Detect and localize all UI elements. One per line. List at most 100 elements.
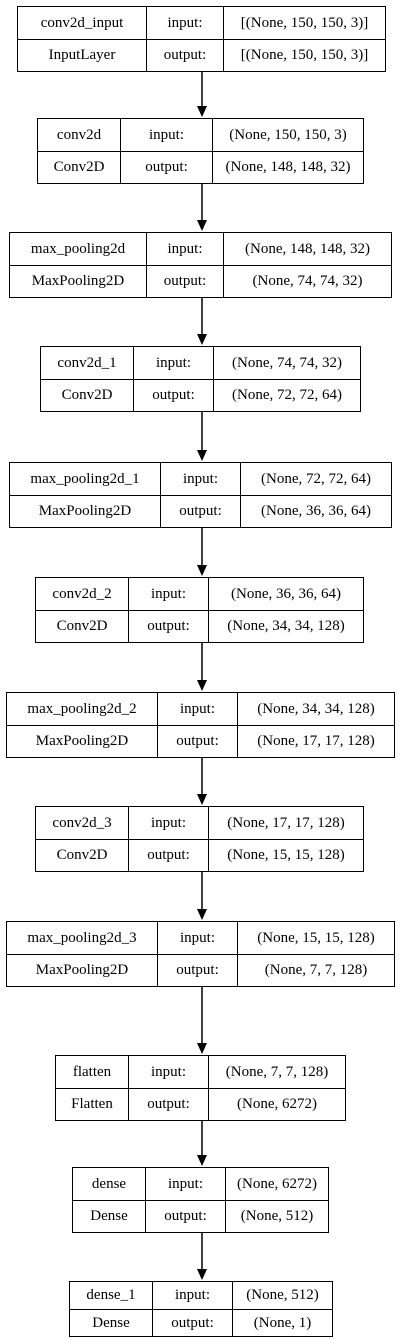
input-label: input: bbox=[120, 119, 212, 151]
output-label: output: bbox=[146, 40, 223, 71]
output-shape: (None, 15, 15, 128) bbox=[208, 840, 363, 871]
layer-type: Conv2D bbox=[56, 847, 108, 863]
input-shape: (None, 17, 17, 128) bbox=[208, 807, 363, 839]
layer-row-top: conv2d input:(None, 150, 150, 3) bbox=[38, 119, 363, 151]
layer-name: max_pooling2d_2 bbox=[27, 700, 137, 717]
layer-node-flatten: flatten input:(None, 7, 7, 128) Flatten out… bbox=[55, 1055, 346, 1121]
layer-type: Conv2D bbox=[56, 618, 108, 634]
input-shape: (None, 34, 34, 128) bbox=[237, 693, 394, 725]
layer-node-conv2d-2: conv2d_2 input:(None, 36, 36, 64) Conv2D ou… bbox=[35, 577, 364, 643]
input-label: input: bbox=[157, 922, 237, 954]
edge-arrow bbox=[197, 1121, 207, 1166]
input-shape: (None, 74, 74, 32) bbox=[213, 347, 360, 379]
input-label: input: bbox=[146, 233, 223, 265]
layer-name: flatten bbox=[72, 1063, 112, 1080]
layer-name: max_pooling2d bbox=[30, 240, 126, 257]
layer-type: Flatten bbox=[71, 1096, 113, 1112]
input-label: input: bbox=[133, 347, 213, 379]
output-label: output: bbox=[128, 1089, 208, 1120]
output-label: output: bbox=[146, 266, 223, 297]
layer-type: MaxPooling2D bbox=[35, 733, 129, 749]
input-label: input: bbox=[160, 463, 240, 495]
input-shape: [(None, 150, 150, 3)] bbox=[223, 7, 385, 39]
output-label: output: bbox=[128, 611, 208, 642]
input-shape: (None, 7, 7, 128) bbox=[208, 1056, 345, 1088]
edge-arrow bbox=[197, 412, 207, 461]
layer-row-top: dense input:(None, 6272) bbox=[73, 1168, 328, 1200]
layer-name: conv2d bbox=[56, 126, 102, 143]
edge-arrow bbox=[197, 643, 207, 691]
layer-type: Dense bbox=[92, 1314, 130, 1331]
input-shape: (None, 148, 148, 32) bbox=[223, 233, 391, 265]
layer-row-bottom: Dense output:(None, 1) bbox=[70, 1309, 332, 1336]
input-label: input: bbox=[145, 1168, 225, 1200]
input-label: input: bbox=[157, 693, 237, 725]
output-shape: (None, 7, 7, 128) bbox=[237, 955, 394, 986]
input-shape: (None, 150, 150, 3) bbox=[212, 119, 363, 151]
input-shape: (None, 6272) bbox=[225, 1168, 328, 1200]
edge-arrow bbox=[197, 987, 207, 1054]
output-label: output: bbox=[120, 152, 212, 183]
edge-arrow bbox=[197, 184, 207, 231]
layer-node-conv2d-1: conv2d_1 input:(None, 74, 74, 32) Conv2D ou… bbox=[40, 346, 361, 412]
output-shape: (None, 1) bbox=[232, 1310, 332, 1336]
layer-row-top: max_pooling2d_2 input:(None, 34, 34, 128) bbox=[7, 693, 394, 725]
layer-row-top: conv2d_1 input:(None, 74, 74, 32) bbox=[41, 347, 360, 379]
output-label: output: bbox=[160, 496, 240, 527]
output-shape: (None, 6272) bbox=[208, 1089, 345, 1120]
layer-type: Conv2D bbox=[53, 159, 105, 175]
layer-type: Dense bbox=[90, 1208, 128, 1224]
output-label: output: bbox=[152, 1310, 232, 1336]
layer-row-bottom: Flatten output:(None, 6272) bbox=[56, 1088, 345, 1120]
output-label: output: bbox=[145, 1201, 225, 1232]
input-label: input: bbox=[128, 1056, 208, 1088]
layer-name: conv2d_2 bbox=[52, 585, 112, 602]
layer-node-max-pooling2d: max_pooling2d input:(None, 148, 148, 32)M… bbox=[9, 232, 392, 298]
edge-arrow bbox=[197, 528, 207, 576]
input-shape: (None, 512) bbox=[232, 1282, 332, 1309]
layer-name: max_pooling2d_1 bbox=[30, 470, 140, 487]
layer-row-top: max_pooling2d input:(None, 148, 148, 32) bbox=[10, 233, 391, 265]
output-shape: (None, 148, 148, 32) bbox=[212, 152, 363, 183]
output-label: output: bbox=[157, 726, 237, 757]
edge-arrow bbox=[197, 872, 207, 920]
layer-row-bottom: Conv2D output:(None, 72, 72, 64) bbox=[41, 379, 360, 411]
output-label: output: bbox=[133, 380, 213, 411]
edge-arrow bbox=[197, 298, 207, 345]
input-shape: (None, 72, 72, 64) bbox=[240, 463, 391, 495]
edge-arrow bbox=[197, 1233, 207, 1280]
layer-name: max_pooling2d_3 bbox=[27, 929, 137, 946]
layer-type: MaxPooling2D bbox=[38, 503, 132, 519]
input-shape: (None, 36, 36, 64) bbox=[208, 578, 363, 610]
output-label: output: bbox=[157, 955, 237, 986]
layer-name: dense_1 bbox=[86, 1287, 136, 1303]
layer-row-top: max_pooling2d_1 input:(None, 72, 72, 64) bbox=[10, 463, 391, 495]
output-shape: (None, 72, 72, 64) bbox=[213, 380, 360, 411]
layer-row-bottom: MaxPooling2D output:(None, 17, 17, 128) bbox=[7, 725, 394, 757]
layer-row-bottom: Conv2D output:(None, 148, 148, 32) bbox=[38, 151, 363, 183]
layer-name: dense bbox=[91, 1175, 127, 1192]
output-shape: [(None, 150, 150, 3)] bbox=[223, 40, 385, 71]
output-shape: (None, 17, 17, 128) bbox=[237, 726, 394, 757]
layer-row-top: flatten input:(None, 7, 7, 128) bbox=[56, 1056, 345, 1088]
layer-name: conv2d_input bbox=[40, 14, 124, 31]
layer-node-max-pooling2d-1: max_pooling2d_1 input:(None, 72, 72, 64) M… bbox=[9, 462, 392, 528]
input-label: input: bbox=[128, 578, 208, 610]
layer-name: conv2d_1 bbox=[57, 354, 117, 371]
layer-name: conv2d_3 bbox=[52, 814, 112, 831]
layer-type: Conv2D bbox=[61, 387, 113, 403]
layer-node-max-pooling2d-2: max_pooling2d_2 input:(None, 34, 34, 128)… bbox=[6, 692, 395, 758]
